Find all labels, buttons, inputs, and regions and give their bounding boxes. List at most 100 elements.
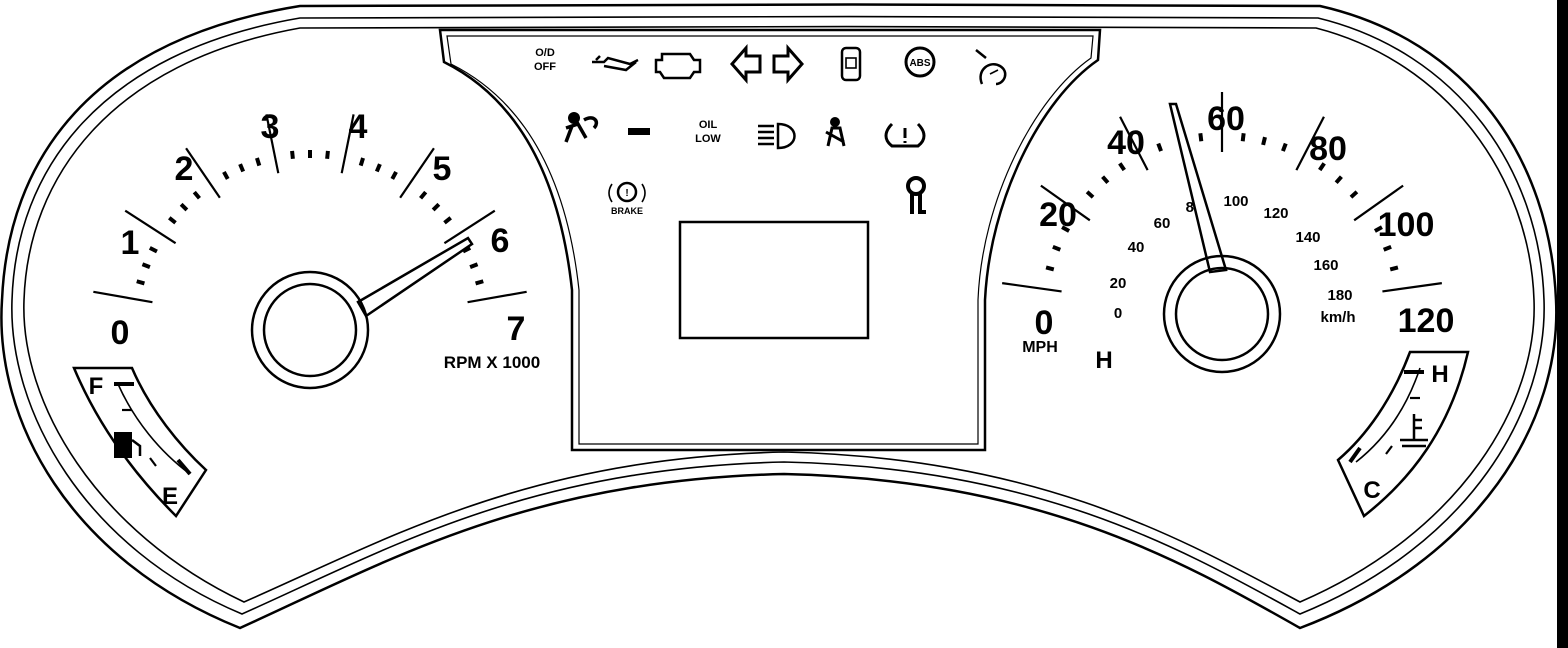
major-tick (340, 114, 355, 174)
kmh-label-120: 120 (1263, 205, 1288, 222)
tachometer-tick-marks (93, 114, 527, 304)
tachometer-needle (356, 236, 474, 318)
h-label: H (1095, 347, 1112, 374)
tach-label-7: 7 (507, 310, 526, 348)
oil-pressure-icon (592, 55, 639, 72)
minor-tick (1334, 175, 1343, 184)
tach-label-1: 1 (121, 224, 140, 262)
airbag-icon (564, 112, 599, 143)
minor-tick (358, 157, 365, 167)
minor-tick (325, 150, 330, 160)
kmh-label-100: 100 (1223, 193, 1248, 210)
minor-tick (1261, 136, 1267, 146)
minor-tick (419, 190, 428, 200)
minor-tick (179, 202, 189, 212)
speed-control-icon (975, 49, 1007, 86)
coolant-temperature-icon (1400, 414, 1428, 448)
tach-label-6: 6 (491, 222, 510, 260)
kmh-label-20: 20 (1110, 275, 1127, 292)
4x4-icon (840, 46, 862, 82)
kmh-label-140: 140 (1295, 229, 1320, 246)
major-tick (1002, 282, 1062, 293)
tach-label-0: 0 (111, 314, 130, 352)
minor-tick (1240, 133, 1246, 142)
svg-text:BRAKE: BRAKE (611, 206, 643, 216)
temp-gauge: H C (1336, 350, 1470, 518)
high-beam-icon (758, 122, 796, 150)
minor-tick (390, 170, 398, 180)
minor-tick (148, 246, 158, 254)
minor-tick (1061, 225, 1071, 233)
minor-tick (1085, 190, 1095, 199)
tachometer-hub (250, 270, 370, 390)
major-tick (467, 290, 527, 304)
mph-label-100: 100 (1378, 206, 1435, 244)
message-center-display (678, 220, 870, 340)
frame-edge (1557, 0, 1568, 648)
check-engine-icon (654, 52, 702, 80)
minor-tick (136, 279, 145, 286)
minor-tick (1156, 142, 1163, 152)
minor-tick (469, 262, 479, 270)
svg-text:OIL: OIL (699, 119, 718, 131)
seatbelt-icon (825, 117, 846, 147)
mph-label-0: 0 (1035, 304, 1054, 342)
fuel-pump-icon (114, 432, 142, 458)
tach-unit-label: RPM X 1000 (444, 353, 540, 372)
tach-label-5: 5 (433, 150, 452, 188)
overdrive-off-icon: O/D OFF (534, 47, 556, 73)
cluster-housing (0, 3, 1558, 630)
minor-tick (374, 163, 382, 173)
mph-unit-label: MPH (1022, 339, 1058, 356)
tach-label-3: 3 (261, 108, 280, 146)
mph-label-60: 60 (1207, 100, 1245, 138)
minor-tick (1281, 142, 1288, 152)
minor-tick (1052, 244, 1062, 252)
minor-tick (222, 170, 230, 180)
minor-tick (1101, 175, 1110, 184)
fuel-gauge: F E (72, 366, 208, 518)
temp-cold-label: C (1363, 477, 1380, 504)
speedometer: 0 20 40 60 80 100 120 MPH 0 20 40 60 80 … (1002, 92, 1454, 374)
minor-tick (141, 262, 151, 270)
kmh-unit-label: km/h (1320, 309, 1355, 326)
kmh-label-0: 0 (1114, 305, 1122, 322)
fuel-full-label: F (89, 373, 104, 400)
major-tick (1119, 116, 1149, 171)
kmh-label-60: 60 (1154, 215, 1171, 232)
mph-label-80: 80 (1309, 130, 1347, 168)
brake-warning-icon: ! BRAKE (608, 181, 646, 216)
speedometer-hub (1162, 254, 1282, 374)
tachometer: 0 1 2 3 4 5 6 7 RPM X 1000 (93, 108, 540, 390)
svg-text:O/D: O/D (535, 47, 555, 59)
minor-tick (290, 150, 295, 160)
major-tick (399, 147, 435, 199)
anti-theft-key-icon (906, 176, 926, 214)
major-tick (124, 209, 177, 245)
major-tick (1353, 184, 1404, 222)
major-tick (1040, 184, 1091, 222)
minor-tick (192, 190, 201, 200)
minor-tick (1373, 225, 1383, 233)
mph-label-120: 120 (1398, 302, 1455, 340)
svg-text:!: ! (625, 188, 628, 199)
speedometer-tick-marks (1002, 92, 1442, 293)
minor-tick (431, 202, 441, 212)
right-turn-signal-icon (772, 44, 804, 84)
kmh-label-40: 40 (1128, 239, 1145, 256)
svg-text:LOW: LOW (695, 133, 721, 145)
minor-tick (1318, 162, 1326, 172)
minor-tick (1389, 265, 1399, 272)
minor-tick (168, 216, 177, 225)
minor-tick (462, 246, 472, 254)
minor-tick (1118, 162, 1126, 172)
major-tick (443, 209, 496, 245)
minor-tick (238, 163, 246, 173)
abs-icon: ABS (904, 46, 936, 78)
minor-tick (475, 279, 484, 286)
mph-label-20: 20 (1039, 196, 1077, 234)
left-turn-signal-icon (730, 44, 762, 84)
minor-tick (1045, 265, 1055, 272)
tire-pressure-icon (884, 122, 926, 148)
